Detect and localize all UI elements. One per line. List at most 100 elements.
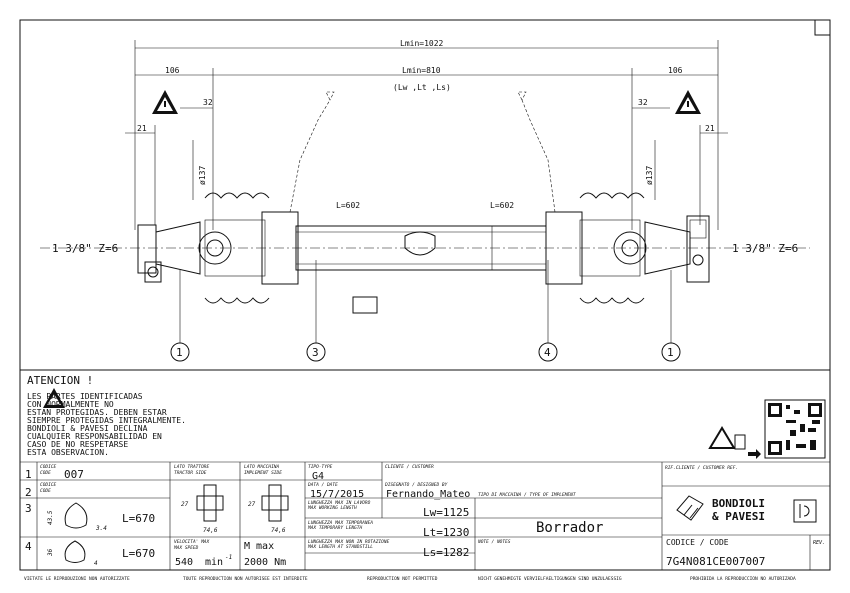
part-number: 3 [25,502,32,515]
balloon-4: 4 [538,260,558,362]
code-label: CODE [40,470,51,476]
svg-text:NICHT GENEHMIGTE VERVIELFAELTI: NICHT GENEHMIGTE VERVIELFAELTIGUNGEN SIN… [478,576,622,582]
profile-height: 36 [47,548,54,557]
left-21: 21 [137,124,147,133]
length-label: MAX LENGTH AT STANDSTILL [307,544,373,550]
implement-type-value: Borrador [536,520,603,536]
tube-right-length: L=602 [490,201,514,210]
drive-shaft [137,91,710,314]
standstill-length: Ls=1282 [423,546,469,559]
temporary-length: Lt=1230 [423,526,469,539]
balloon-3: 3 [306,260,326,362]
svg-text:SIEMPRE PROTEGIDAS INTEGRALMEN: SIEMPRE PROTEGIDAS INTEGRALMENTE. [27,416,186,425]
date-label: DATA / DATE [307,482,338,488]
left-offset: 106 [165,66,180,75]
implement-type-label: TIPO DI MACCHINA / TYPE OF IMPLEMENT [478,492,576,498]
date-value: 15/7/2015 [310,489,364,500]
warning-triangle-icon [43,388,65,408]
part-4-length: L=670 [122,547,155,560]
title-block [20,461,830,570]
bondioli-pavesi-logo: BONDIOLI & PAVESI [676,495,817,523]
right-21: 21 [705,124,715,133]
balloon-1-right: 1 [661,270,681,362]
profile-thickness: 3.4 [95,525,107,532]
svg-text:TOUTE REPRODUCTION NON AUTORIS: TOUTE REPRODUCTION NON AUTORISEE EST INT… [183,576,308,582]
speed-value: 540 [175,557,193,568]
cross-journal-icon [261,484,289,522]
speed-unit: min [205,557,223,568]
svg-text:1: 1 [667,346,674,359]
balloon-1-left: 1 [170,270,190,362]
lmin-total: Lmin=1022 [400,39,444,48]
svg-text:1: 1 [176,346,183,359]
left-32: 32 [203,98,213,107]
rev-label: REV. [813,540,825,546]
notes-label: NOTE / NOTES [477,539,511,545]
part-1-code: 007 [64,468,84,481]
drawing-code: 7G4N081CE007007 [666,555,765,568]
length-label: MAX WORKING LENGTH [307,505,357,511]
cross-a: 27 [248,501,256,508]
profile-thickness: 4 [94,560,98,567]
right-diameter: ø137 [645,166,654,185]
svg-text:PROHIBIDA LA REPRODUCCION NO A: PROHIBIDA LA REPRODUCCION NO AUTORIZADA [690,576,796,582]
warning-text: LES PARTES IDENTIFICADAS CON NORMALMENTE… [27,392,186,457]
working-length: Lw=1125 [423,506,469,519]
lengths-note: (Lw ,Lt ,Ls) [393,83,451,92]
svg-text:BONDIOLI: BONDIOLI [712,497,765,510]
code-label: CODICE [40,464,57,470]
part-number: 1 [25,468,32,481]
length-label: LUNGHEZZA MAX IN LAVORO [308,500,371,506]
implement-side-label: IMPLEMENT SIDE [244,470,282,476]
cross-b: 74,6 [203,527,218,534]
profile-height: 43.5 [47,510,54,525]
part-number: 2 [25,486,32,499]
svg-text:REPRODUCTION NOT PERMITTED: REPRODUCTION NOT PERMITTED [367,576,438,582]
svg-text:ESTA OBSERVACION.: ESTA OBSERVACION. [27,448,109,457]
warning-triangle-icon [152,90,178,114]
designer-value: Fernando_Mateo [386,489,470,500]
svg-text:CUALQUIER RESPONSABILIDAD EN: CUALQUIER RESPONSABILIDAD EN [27,432,162,441]
right-spline: 1 3/8" Z=6 [732,242,798,255]
cross-b: 74,6 [271,527,286,534]
torque-label: M max [244,541,274,552]
svg-text:CASO DE NO RESPETARSE: CASO DE NO RESPETARSE [27,440,128,449]
svg-text:BONDIOLI & PAVESI DECLINA: BONDIOLI & PAVESI DECLINA [27,424,148,433]
length-label: LUNGHEZZA MAX TEMPORANEA [308,520,373,526]
type-label: TIPO-TYPE [308,464,333,470]
drawing-frame [19,19,831,571]
tube-left-length: L=602 [336,201,360,210]
cross-a: 27 [181,501,189,508]
part-number: 4 [25,540,32,553]
qr-code [764,399,826,459]
customer-ref-label: RIF.CLIENTE / CUSTOMER REF. [665,465,738,471]
torque-value: 2000 Nm [244,557,286,568]
code-label: CODE [40,488,51,494]
right-offset: 106 [668,66,683,75]
warning-title: ATENCION ! [27,374,93,387]
svg-text:ESTAN PROTEGIDAS. DEBEN ESTAR: ESTAN PROTEGIDAS. DEBEN ESTAR [27,408,167,417]
lmin-inner: Lmin=810 [402,66,441,75]
length-label: LUNGHEZZA MAX NON IN ROTAZIONE [308,539,390,545]
dimension-lines [125,40,728,230]
part-3-length: L=670 [122,512,155,525]
left-spline: 1 3/8" Z=6 [52,242,118,255]
corner-mark [814,19,831,36]
speed-label: VELOCITA' MAX [174,539,210,545]
speed-exp: -1 [225,554,232,561]
svg-text:VIETATE LE RIPRODUZIONI NON AU: VIETATE LE RIPRODUZIONI NON AUTORIZZATE [24,576,130,582]
svg-text:4: 4 [544,346,551,359]
customer-label: CLIENTE / CUSTOMER [385,464,434,470]
tractor-side-label: LATO TRATTORE [174,464,210,470]
cross-journal-icon [196,484,224,522]
svg-text:LES PARTES IDENTIFICADAS: LES PARTES IDENTIFICADAS [27,392,143,401]
svg-text:& PAVESI: & PAVESI [712,510,765,523]
speed-label: MAX SPEED [173,545,199,551]
tube-profile-icon [64,540,86,563]
code-label: CODICE / CODE [666,538,729,547]
tractor-side-label: TRACTOR SIDE [174,470,207,476]
left-diameter: ø137 [198,166,207,185]
code-label: CODICE [40,482,57,488]
right-32: 32 [638,98,648,107]
